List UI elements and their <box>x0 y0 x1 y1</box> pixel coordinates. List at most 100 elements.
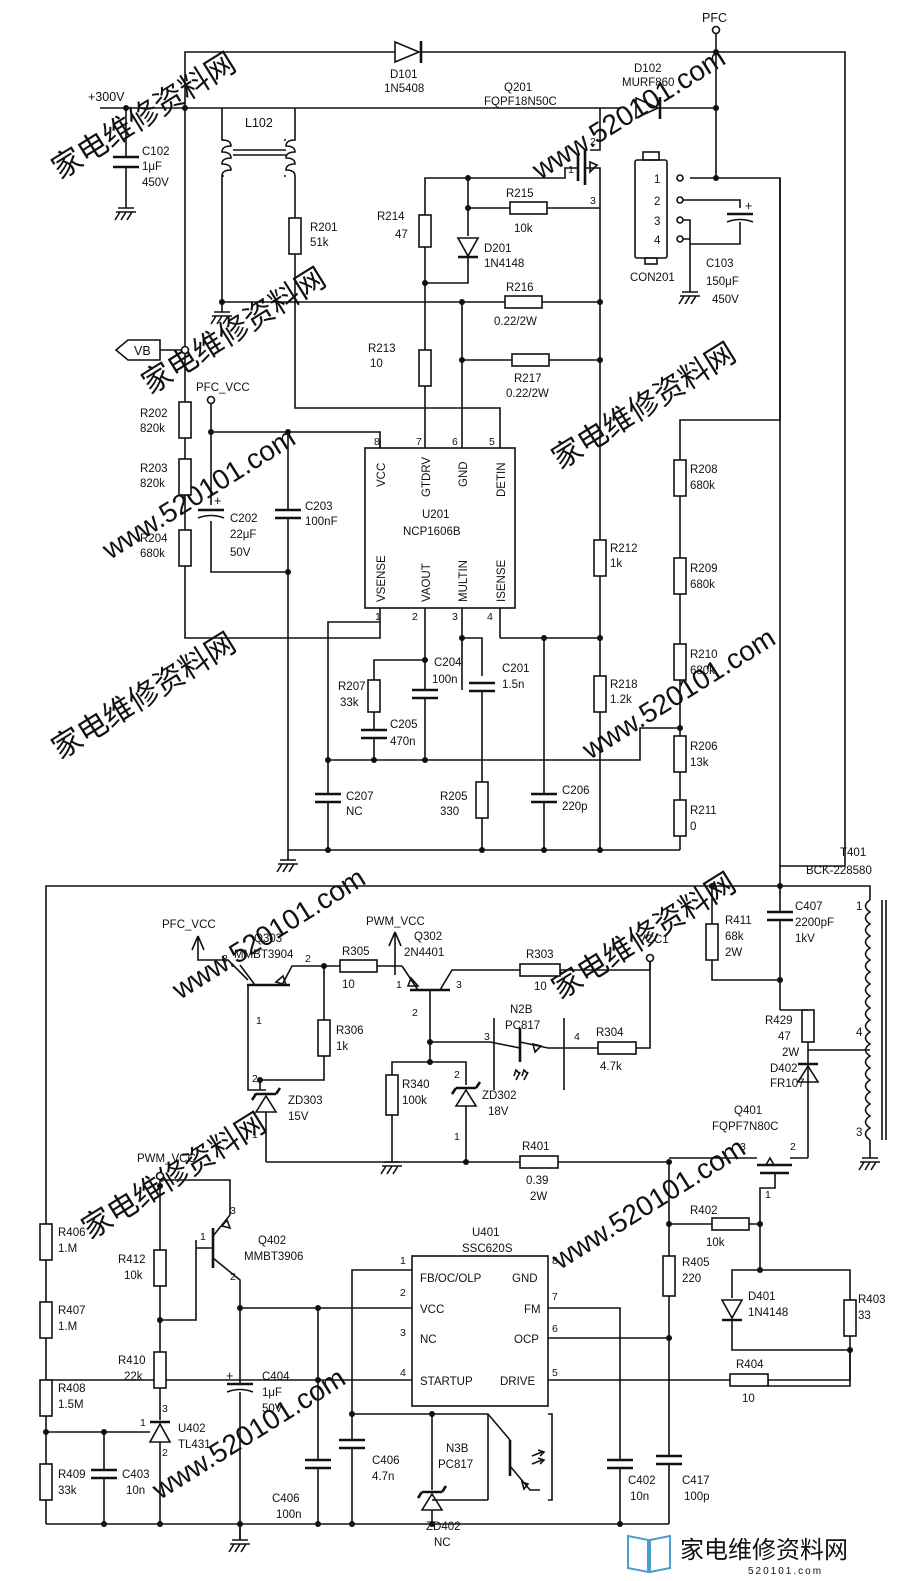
logo-domain: 520101.com <box>748 1566 823 1577</box>
pfc-label: PFC <box>702 11 727 25</box>
q401-pin2: 2 <box>790 1141 796 1153</box>
r211-ref: R211 <box>690 805 717 817</box>
c204-value: 100n <box>432 674 458 686</box>
resistor-r213 <box>418 349 432 387</box>
c202-value: 22μF <box>230 529 256 541</box>
r401-ref: R401 <box>522 1141 550 1153</box>
r217-value: 0.22/2W <box>506 388 549 400</box>
q303-value: MMBT3904 <box>234 949 294 961</box>
u401-value: SSC620S <box>462 1243 513 1255</box>
r304-value: 4.7k <box>600 1061 622 1073</box>
l102-ref: L102 <box>245 116 273 130</box>
connector-con201 <box>634 151 684 265</box>
diode-d101 <box>394 40 423 64</box>
u401-pin4: 4 <box>400 1367 406 1379</box>
r403-value: 33 <box>858 1310 871 1322</box>
hv-input-label: +300V <box>88 90 125 104</box>
r403-ref: R403 <box>858 1294 886 1306</box>
q402-value: MMBT3906 <box>244 1251 303 1263</box>
u401-pin7: 7 <box>552 1291 558 1303</box>
vcc1-terminal <box>645 953 655 963</box>
r213-value: 10 <box>370 358 383 370</box>
junction-dot <box>713 105 719 111</box>
junction-dot <box>713 175 719 181</box>
vcc1-label: VCC1 <box>638 934 669 946</box>
r305-value: 10 <box>342 979 355 991</box>
resistor-r214 <box>418 214 432 248</box>
r216-ref: R216 <box>506 282 534 294</box>
t401-value: BCK-228580 <box>806 865 872 877</box>
t401-pin4: 4 <box>856 1027 863 1039</box>
q302-pin2: 2 <box>412 1007 418 1019</box>
c204-ref: C204 <box>434 657 462 669</box>
resistor-r204 <box>178 529 192 567</box>
resistor-r403 <box>843 1299 857 1337</box>
r404-ref: R404 <box>736 1359 764 1371</box>
r202-value: 820k <box>140 423 165 435</box>
c202-polarity: + <box>214 494 221 508</box>
resistor-r216 <box>504 295 543 309</box>
u201-pin-vsense: VSENSE <box>376 555 388 602</box>
c201-ref: C201 <box>502 663 530 675</box>
r401-value: 0.39 <box>526 1175 548 1187</box>
u201-pin-detin: DETIN <box>496 463 508 498</box>
r412-ref: R412 <box>118 1254 146 1266</box>
r306-ref: R306 <box>336 1025 364 1037</box>
resistor-r402 <box>711 1217 750 1231</box>
junction-dot <box>429 1521 435 1527</box>
c417-ref: C417 <box>682 1475 710 1487</box>
u201-ref: U201 <box>422 509 450 521</box>
u201-pin6: 6 <box>452 436 458 448</box>
vb-label: VB <box>134 344 151 358</box>
junction-dot <box>349 1521 355 1527</box>
q401-pin3: 3 <box>740 1141 746 1153</box>
u401-pin6: 6 <box>552 1323 558 1335</box>
junction-dot <box>285 569 291 575</box>
c404-polarity: + <box>226 1369 233 1383</box>
c102-value: 1μF <box>142 161 162 173</box>
resistor-r306 <box>317 1019 331 1057</box>
r203-ref: R203 <box>140 463 168 475</box>
junction-dot <box>677 725 683 731</box>
zd302-pin1: 1 <box>454 1131 460 1143</box>
r411-value: 68k <box>725 931 744 943</box>
junction-dot <box>597 847 603 853</box>
resistor-r411 <box>705 923 719 961</box>
q201-ref: Q201 <box>504 82 532 94</box>
con201-pin3: 3 <box>654 216 660 228</box>
r406-value: 1.M <box>58 1243 77 1255</box>
u201-pin4: 4 <box>487 611 493 623</box>
n2b-pin3: 3 <box>484 1031 490 1043</box>
c207-ref: C207 <box>346 791 374 803</box>
junction-dot <box>101 1521 107 1527</box>
con201-pin1: 1 <box>654 174 660 186</box>
transistor-q402 <box>196 1214 241 1308</box>
resistor-r208 <box>673 459 687 497</box>
n3b-ref: N3B <box>446 1443 469 1455</box>
u201-pin1: 1 <box>375 611 381 623</box>
watermark-text: 家电维修资料网 <box>136 262 332 401</box>
r405-ref: R405 <box>682 1257 710 1269</box>
r303-ref: R303 <box>526 949 554 961</box>
u201-pin5: 5 <box>489 436 495 448</box>
d201-ref: D201 <box>484 243 512 255</box>
u402-pin1: 1 <box>140 1417 146 1429</box>
r204-value: 680k <box>140 548 165 560</box>
c206-value: 220p <box>562 801 588 813</box>
c103-ref: C103 <box>706 258 734 270</box>
r303-value: 10 <box>534 981 547 993</box>
r216-value: 0.22/2W <box>494 316 537 328</box>
u402-pin2: 2 <box>162 1447 168 1459</box>
resistor-r212 <box>593 539 607 577</box>
r207-ref: R207 <box>338 681 366 693</box>
q401-pin1: 1 <box>765 1189 771 1201</box>
junction-dot <box>157 1521 163 1527</box>
u401-pin2: 2 <box>400 1287 406 1299</box>
diode-d102 <box>635 96 662 120</box>
q201-pin1: 1 <box>568 164 574 176</box>
r410-value: 22k <box>124 1371 143 1383</box>
resistor-r210 <box>673 643 687 681</box>
junction-dot <box>463 1159 469 1165</box>
t401-pin3: 3 <box>856 1127 862 1139</box>
